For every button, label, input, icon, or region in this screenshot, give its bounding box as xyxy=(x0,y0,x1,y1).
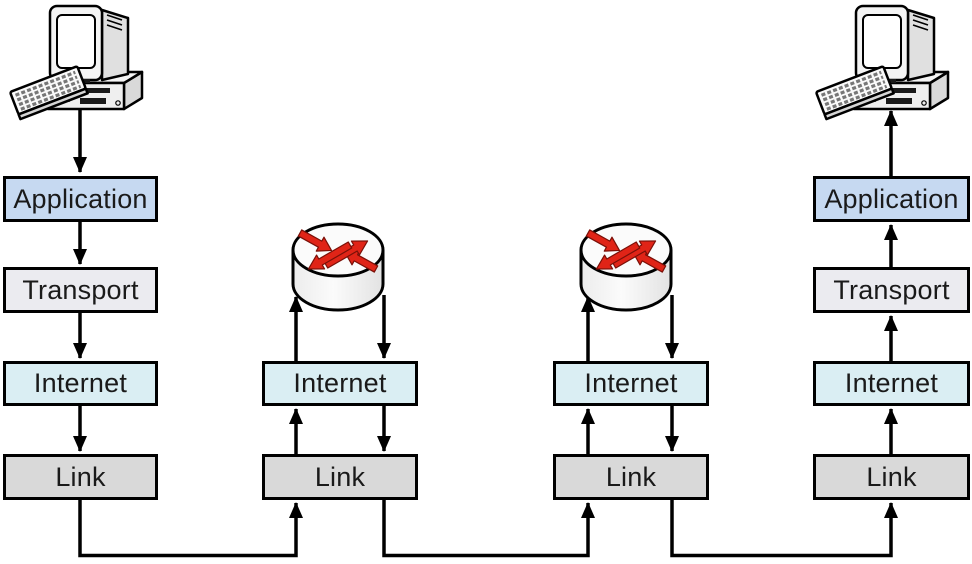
host1-layer-application: Application xyxy=(3,176,158,222)
arrow-host1-link-to-router1-link xyxy=(78,500,303,558)
router1-icon xyxy=(291,222,385,312)
router2-arrows xyxy=(581,295,898,558)
host1-computer-icon xyxy=(8,4,144,121)
host2-layer-application: Application xyxy=(813,176,970,222)
router2-layer-link: Link xyxy=(553,454,709,500)
router2-layer-internet: Internet xyxy=(553,361,709,406)
router1-layer-link: Link xyxy=(262,454,418,500)
host2-computer-icon xyxy=(814,4,950,121)
router1-layer-internet: Internet xyxy=(262,361,418,406)
host2-layer-link: Link xyxy=(813,454,970,500)
host2-layer-internet: Internet xyxy=(813,361,970,406)
host1-downstream-arrows xyxy=(73,95,303,558)
arrow-router1-link-to-router2-link xyxy=(382,500,595,558)
host1-layer-link: Link xyxy=(3,454,158,500)
router2-icon xyxy=(579,222,673,312)
router1-arrows xyxy=(289,295,595,558)
host1-layer-internet: Internet xyxy=(3,361,158,406)
host2-layer-transport: Transport xyxy=(813,267,970,313)
arrow-router2-link-to-host2-link xyxy=(670,500,898,558)
host1-layer-transport: Transport xyxy=(3,267,158,313)
